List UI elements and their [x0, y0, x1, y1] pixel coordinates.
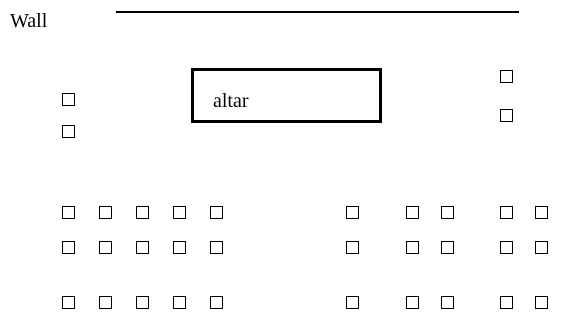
seat-right-section	[441, 296, 454, 309]
seat-left-section	[99, 296, 112, 309]
seat-right-section	[500, 296, 513, 309]
seat-right-section	[441, 241, 454, 254]
wall-label: Wall	[10, 10, 48, 32]
seat-right-section	[346, 241, 359, 254]
seat-right-section	[500, 241, 513, 254]
seat-right-section	[500, 206, 513, 219]
seat-left-section	[173, 296, 186, 309]
seat-left-section	[173, 206, 186, 219]
seat-right-section	[406, 206, 419, 219]
seat-right-section	[406, 241, 419, 254]
seat-left-section	[210, 241, 223, 254]
seat-left-side	[62, 125, 75, 138]
seat-left-section	[99, 206, 112, 219]
seat-left-section	[210, 206, 223, 219]
seat-left-section	[210, 296, 223, 309]
seat-right-side	[500, 109, 513, 122]
altar-label: altar	[213, 90, 249, 112]
seat-left-section	[99, 241, 112, 254]
seat-left-section	[62, 206, 75, 219]
seat-right-section	[535, 296, 548, 309]
seat-left-section	[136, 241, 149, 254]
seat-right-section	[535, 206, 548, 219]
seat-left-section	[136, 206, 149, 219]
wall-line	[116, 11, 519, 13]
seat-left-section	[62, 241, 75, 254]
altar-box: altar	[191, 68, 382, 123]
seat-right-section	[406, 296, 419, 309]
seat-right-section	[535, 241, 548, 254]
seat-right-section	[441, 206, 454, 219]
seat-left-section	[173, 241, 186, 254]
seat-right-section	[346, 206, 359, 219]
seat-left-section	[62, 296, 75, 309]
seat-right-section	[346, 296, 359, 309]
seat-left-section	[136, 296, 149, 309]
seat-left-side	[62, 93, 75, 106]
seat-right-side	[500, 70, 513, 83]
